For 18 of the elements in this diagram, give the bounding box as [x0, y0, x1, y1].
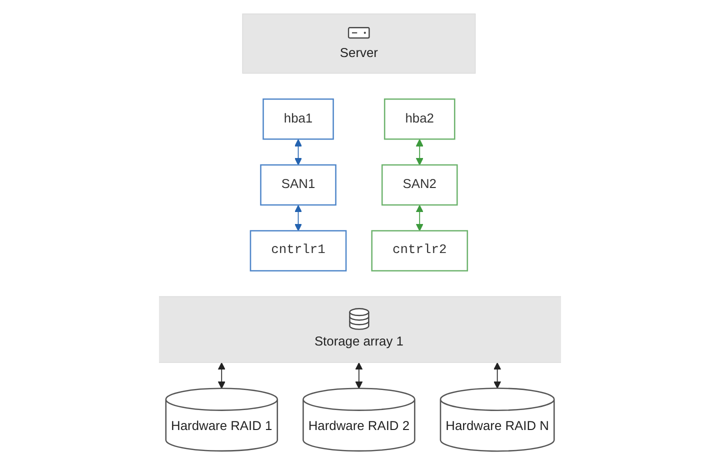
arrow [494, 362, 502, 389]
process-box: cntrlr2 [371, 230, 468, 272]
arrow [416, 204, 424, 232]
process-box: cntrlr1 [250, 230, 347, 272]
disk-cylinder: Hardware RAID N [440, 388, 555, 452]
arrow [416, 139, 424, 166]
arrow [355, 362, 363, 389]
process-box: hba2 [384, 98, 456, 140]
process-box: hba1 [262, 98, 334, 140]
process-box: SAN2 [381, 164, 458, 206]
arrow [218, 362, 226, 389]
storage-band: Storage array 1 [158, 296, 561, 363]
server-band: Server [242, 13, 476, 74]
arrow [294, 204, 302, 232]
arrow [294, 139, 302, 166]
disk-cylinder: Hardware RAID 2 [302, 388, 416, 452]
disk-cylinder: Hardware RAID 1 [165, 388, 278, 452]
process-box: SAN1 [260, 164, 336, 206]
